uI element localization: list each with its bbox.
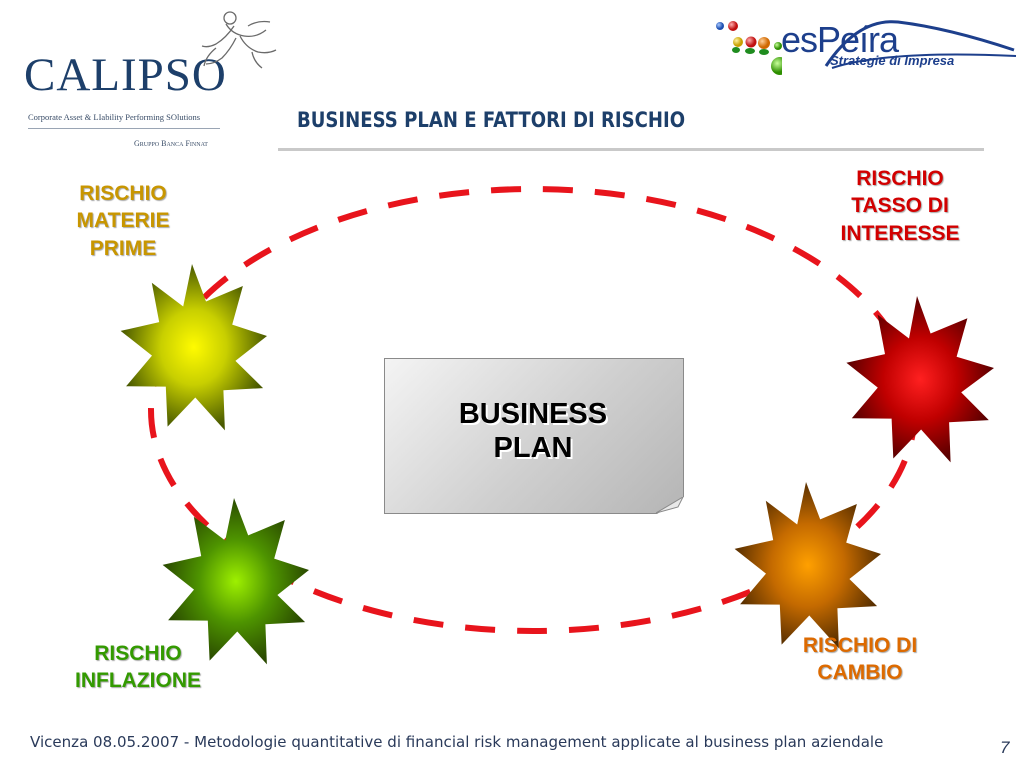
label-rischio-tasso-interesse: RISCHIO TASSO DI INTERESSE (808, 165, 992, 247)
label-line: RISCHIO (856, 167, 944, 190)
calipso-runner-icon (201, 11, 277, 69)
label-line: RISCHIO (94, 642, 182, 665)
label-line: TASSO DI (851, 194, 949, 218)
star-tasso-interesse (846, 296, 994, 463)
label-line: RISCHIO (79, 182, 167, 205)
title-underline (278, 148, 984, 151)
star-materie-prime (120, 264, 267, 431)
calipso-group-text: Gruppo Banca Finnat (134, 139, 208, 148)
label-line: PRIME (89, 236, 157, 260)
star-cambio (734, 482, 881, 649)
slide-title: BUSINESS PLAN E FATTORI DI RISCHIO (297, 108, 686, 132)
calipso-tagline: Corporate Asset & LIability Performing S… (28, 112, 201, 122)
label-line: MATERIE (76, 209, 170, 233)
business-plan-line1: BUSINESS (458, 398, 608, 430)
business-plan-line2: PLAN (493, 431, 573, 464)
label-line: RISCHIO DI (802, 634, 918, 657)
esperia-tagline: Strategie di Impresa (830, 53, 955, 68)
esperia-swoosh-icon (824, 20, 1017, 69)
esperia-logo-text: esPeíra (781, 19, 899, 60)
calipso-divider (28, 128, 220, 129)
label-rischio-inflazione: RISCHIO INFLAZIONE (48, 640, 228, 695)
label-rischio-cambio: RISCHIO DI CAMBIO (772, 632, 948, 687)
page-fold-icon (656, 497, 684, 514)
label-rischio-materie-prime: RISCHIO MATERIE PRIME (40, 180, 206, 262)
page-number: 7 (1000, 738, 1010, 757)
label-line: CAMBIO (817, 661, 903, 685)
calipso-logo-text: CALIPSO (24, 49, 227, 101)
business-plan-box (384, 358, 684, 514)
label-line: INTERESSE (840, 221, 960, 245)
esperia-people-icon (716, 21, 782, 75)
footer-text: Vicenza 08.05.2007 - Metodologie quantit… (30, 733, 884, 751)
star-inflazione (162, 498, 309, 665)
label-line: INFLAZIONE (75, 669, 201, 693)
business-plan-label: BUSINESS PLAN (384, 398, 682, 466)
